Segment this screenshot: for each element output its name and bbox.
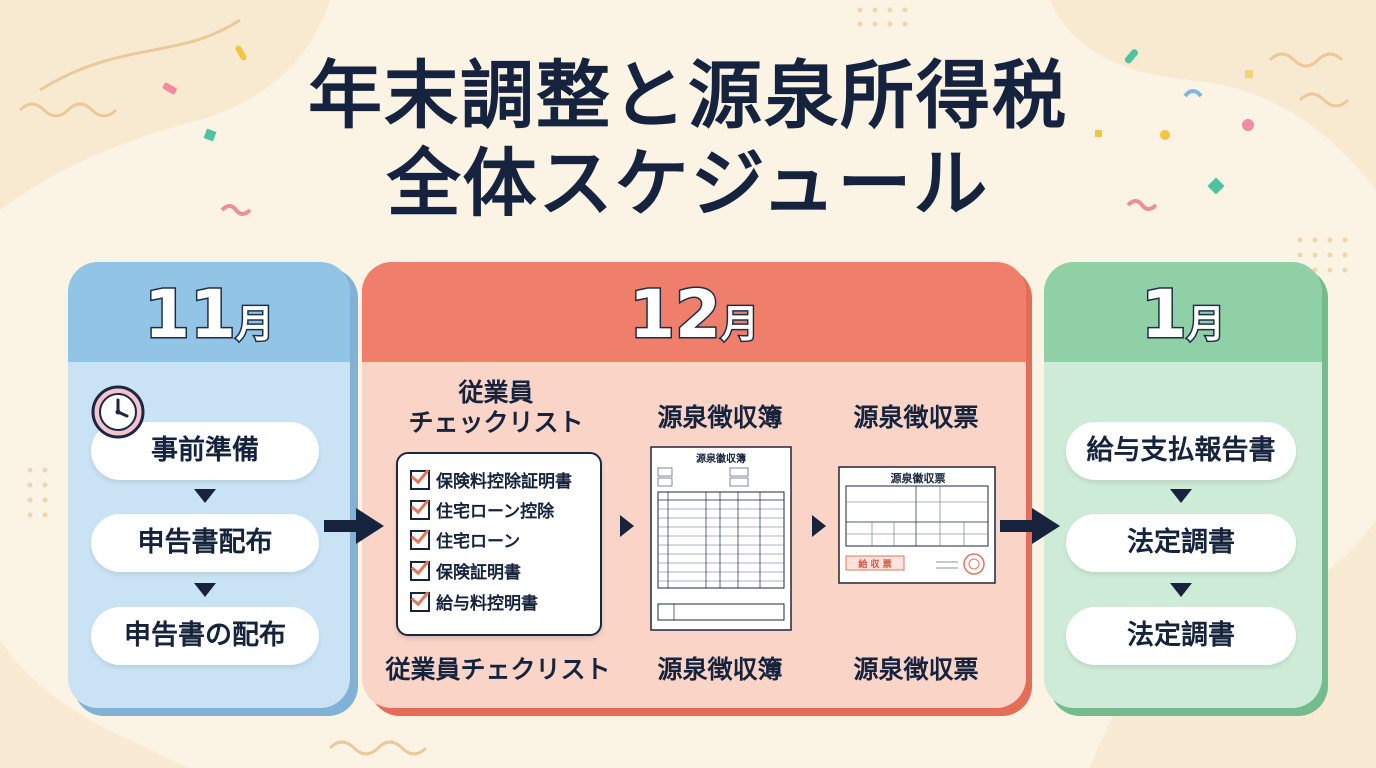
right-arrow-icon <box>620 515 634 537</box>
checklist-item[interactable]: 保険料控除証明書 <box>410 464 572 496</box>
jan-step-1: 給与支払報告書 <box>1066 422 1296 480</box>
checklist-item[interactable]: 住宅ローン <box>410 524 520 556</box>
clock-icon <box>91 385 145 439</box>
dec-col1-title: 従業員 チェックリスト <box>396 378 596 438</box>
checklist-card: 保険料控除証明書 住宅ローン控除 住宅ローン 保険証明書 給与料控明書 <box>396 452 602 636</box>
dec-month-label: 12月 <box>362 278 1026 359</box>
nov-panel-header: 11月 <box>68 262 350 362</box>
withholding-slip-document-icon: 源泉徽収票 給 収 票 <box>838 466 996 584</box>
dec-col3-title: 源泉徴収票 <box>853 403 979 432</box>
checklist-item[interactable]: 保険証明書 <box>410 555 521 587</box>
nov-month-unit: 月 <box>234 301 275 348</box>
dec-col3-caption: 源泉徴収票 <box>853 655 979 684</box>
jan-step-2: 法定調書 <box>1066 514 1296 572</box>
slip-stamp-text: 給 収 票 <box>858 558 891 570</box>
checklist-item[interactable]: 給与料控明書 <box>410 586 538 618</box>
nov-step-2: 申告書配布 <box>91 514 319 572</box>
checkbox-checked-icon[interactable] <box>410 524 430 550</box>
dec-col2-title: 源泉徴収簿 <box>657 403 783 432</box>
checkbox-checked-icon[interactable] <box>410 586 430 612</box>
down-arrow-icon <box>194 583 216 597</box>
right-arrow-icon <box>812 515 826 537</box>
jan-step-3: 法定調書 <box>1066 607 1296 665</box>
right-arrow-icon <box>1000 508 1060 544</box>
jan-panel-header: 1月 <box>1044 262 1322 362</box>
title-line-2: 全体スケジュール <box>386 141 990 227</box>
dec-month-number: 12 <box>628 276 723 353</box>
page-title: 年末調整と源泉所得税 全体スケジュール <box>0 52 1376 228</box>
checkbox-checked-icon[interactable] <box>410 555 430 581</box>
down-arrow-icon <box>1170 583 1192 597</box>
dec-col1-title-line2: チェックリスト <box>408 408 584 437</box>
down-arrow-icon <box>194 489 216 503</box>
slip-doc-title: 源泉徽収票 <box>891 471 946 485</box>
nov-month-label: 11月 <box>68 278 350 359</box>
checkbox-checked-icon[interactable] <box>410 494 430 520</box>
jan-month-label: 1月 <box>1044 278 1322 359</box>
right-arrow-icon <box>324 508 384 544</box>
nov-month-number: 11 <box>143 276 238 353</box>
dec-col1-caption: 従業員チェクリスト <box>385 655 611 684</box>
down-arrow-icon <box>1170 489 1192 503</box>
checkbox-checked-icon[interactable] <box>410 464 430 490</box>
dec-panel-header: 12月 <box>362 262 1026 362</box>
withholding-ledger-document-icon: 源泉徽収簿 <box>650 446 792 631</box>
nov-step-3: 申告書の配布 <box>91 607 319 665</box>
checklist-item[interactable]: 住宅ローン控除 <box>410 494 554 526</box>
jan-month-number: 1 <box>1140 276 1189 353</box>
dec-col2-caption: 源泉徴収簿 <box>657 655 783 684</box>
dec-col1-title-line1: 従業員 <box>458 378 534 407</box>
dec-month-unit: 月 <box>719 301 760 348</box>
jan-month-unit: 月 <box>1185 301 1226 348</box>
ledger-doc-title: 源泉徽収簿 <box>696 452 746 465</box>
title-line-1: 年末調整と源泉所得税 <box>308 53 1068 139</box>
